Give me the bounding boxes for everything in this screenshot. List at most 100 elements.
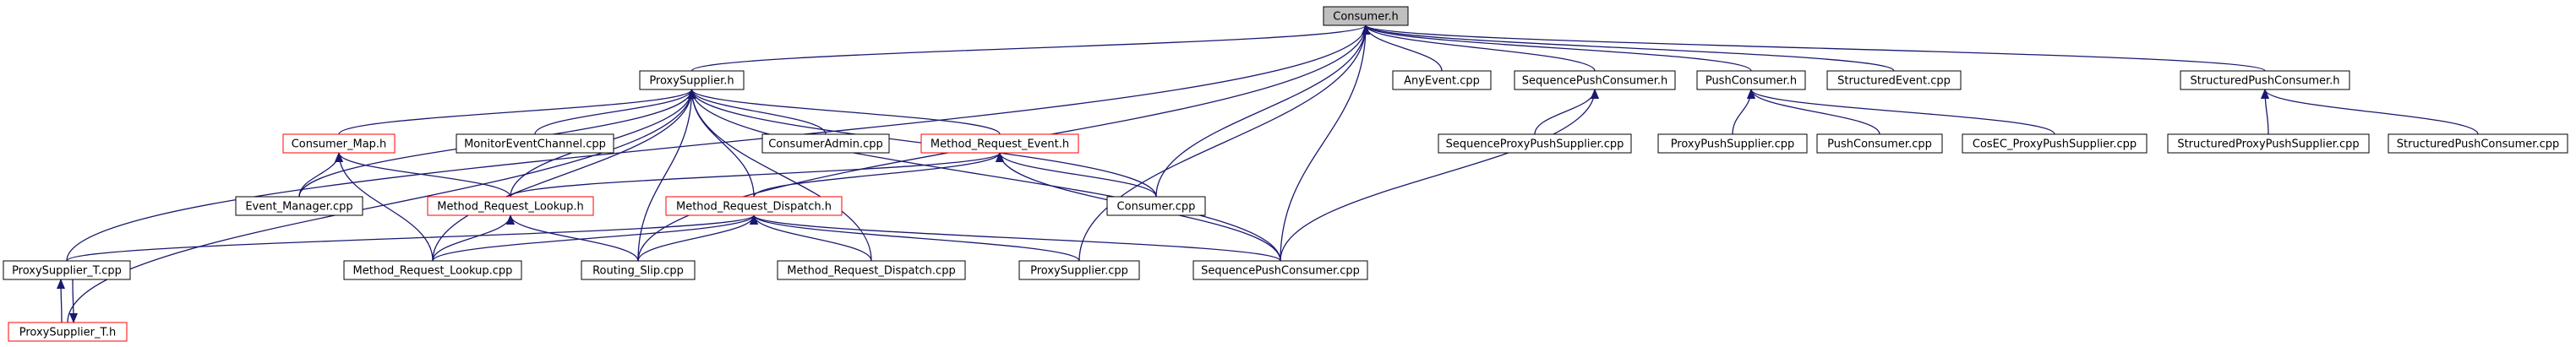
edge-method-request-dispatch-h-to-method-request-event-h	[753, 152, 1004, 198]
node-box	[1826, 70, 1962, 90]
node-box	[343, 260, 522, 280]
node-monitoreventchannel-cpp[interactable]: MonitorEventChannel.cpp	[456, 133, 614, 154]
node-label: PushConsumer.h	[1706, 75, 1797, 88]
node-consumeradmin-cpp[interactable]: ConsumerAdmin.cpp	[761, 133, 890, 154]
node-event-manager-cpp[interactable]: Event_Manager.cpp	[235, 196, 363, 216]
node-proxypushsupplier-cpp[interactable]: ProxyPushSupplier.cpp	[1657, 133, 1808, 154]
edge-consumer-cpp-to-consumer-h	[1155, 24, 1370, 198]
node-label: SequencePushConsumer.cpp	[1201, 265, 1360, 278]
node-box	[777, 260, 966, 280]
node-label: MonitorEventChannel.cpp	[464, 138, 606, 151]
node-box	[2167, 133, 2370, 154]
node-method-request-event-h[interactable]: Method_Request_Event.h	[920, 133, 1079, 154]
node-pushconsumer-cpp[interactable]: PushConsumer.cpp	[1816, 133, 1943, 154]
edge-method-request-dispatch-cpp-to-method-request-dispatch-h	[750, 214, 872, 262]
node-pushconsumer-h[interactable]: PushConsumer.h	[1696, 70, 1806, 90]
node-proxysupplier-cpp[interactable]: ProxySupplier.cpp	[1018, 260, 1140, 280]
node-box	[1392, 70, 1492, 90]
node-label: Consumer.h	[1333, 11, 1398, 24]
node-box	[3, 260, 131, 280]
node-method-request-lookup-cpp[interactable]: Method_Request_Lookup.cpp	[343, 260, 522, 280]
edge-proxysupplier-t-cpp-to-method-request-dispatch-h	[66, 214, 758, 262]
edge-consumer-cpp-to-method-request-event-h	[996, 152, 1157, 198]
node-box	[427, 196, 594, 216]
node-consumer-cpp[interactable]: Consumer.cpp	[1106, 196, 1206, 216]
node-box	[235, 196, 363, 216]
node-consumer-map-h[interactable]: Consumer_Map.h	[282, 133, 396, 154]
node-box	[1018, 260, 1140, 280]
edge-pushconsumer-cpp-to-pushconsumer-h	[1747, 89, 1880, 135]
edge-proxysupplier-cpp-to-consumer-h	[1078, 24, 1370, 262]
node-label: ProxyPushSupplier.cpp	[1671, 138, 1795, 151]
edge-method-request-lookup-cpp-to-consumer-map-h	[335, 152, 434, 262]
node-method-request-dispatch-cpp[interactable]: Method_Request_Dispatch.cpp	[777, 260, 966, 280]
edge-structuredproxypushsupplier-cpp-to-structuredpushconsumer-h	[2261, 89, 2270, 135]
node-label: StructuredEvent.cpp	[1837, 75, 1951, 88]
node-box	[282, 133, 396, 154]
node-box	[1696, 70, 1806, 90]
node-label: StructuredPushConsumer.cpp	[2397, 138, 2559, 151]
node-label: SequencePushConsumer.h	[1522, 75, 1667, 88]
edge-proxysupplier-t-cpp-to-consumer-h	[66, 24, 1370, 262]
node-box	[2388, 133, 2568, 154]
node-structuredproxypushsupplier-cpp[interactable]: StructuredProxyPushSupplier.cpp	[2167, 133, 2370, 154]
edge-sequencepushconsumer-cpp-to-consumer-h	[1280, 24, 1370, 262]
node-label: ProxySupplier_T.cpp	[12, 265, 122, 278]
node-label: CosEC_ProxyPushSupplier.cpp	[1973, 138, 2137, 151]
node-box	[581, 260, 696, 280]
node-label: Event_Manager.cpp	[245, 201, 352, 214]
node-cosec-proxypushsupplier-cpp[interactable]: CosEC_ProxyPushSupplier.cpp	[1962, 133, 2148, 154]
edge-structuredpushconsumer-cpp-to-structuredpushconsumer-h	[2261, 89, 2479, 135]
edges-layer	[57, 24, 2479, 323]
node-box	[1657, 133, 1808, 154]
node-method-request-lookup-h[interactable]: Method_Request_Lookup.h	[427, 196, 594, 216]
node-structuredpushconsumer-h[interactable]: StructuredPushConsumer.h	[2180, 70, 2350, 90]
edge-sequencepushconsumer-cpp-to-sequencepushconsumer-h	[1280, 89, 1599, 262]
edge-monitoreventchannel-cpp-to-proxysupplier-h	[534, 89, 696, 135]
node-box	[1438, 133, 1632, 154]
node-sequencepushconsumer-cpp[interactable]: SequencePushConsumer.cpp	[1192, 260, 1368, 280]
edge-proxysupplier-t-h-to-proxysupplier-h	[67, 89, 696, 323]
edge-event-manager-cpp-to-consumer-map-h	[298, 152, 343, 198]
node-box	[1192, 260, 1368, 280]
node-label: ProxySupplier.cpp	[1030, 265, 1128, 278]
node-box	[2180, 70, 2350, 90]
node-routing-slip-cpp[interactable]: Routing_Slip.cpp	[581, 260, 696, 280]
node-box	[1514, 70, 1676, 90]
node-sequencepushconsumer-h[interactable]: SequencePushConsumer.h	[1514, 70, 1676, 90]
edge-consumeradmin-cpp-to-proxysupplier-h	[687, 89, 827, 135]
node-label: PushConsumer.cpp	[1827, 138, 1932, 151]
node-sequenceproxypushsupplier-cpp[interactable]: SequenceProxyPushSupplier.cpp	[1438, 133, 1632, 154]
node-anyevent-cpp[interactable]: AnyEvent.cpp	[1392, 70, 1492, 90]
edge-proxysupplier-t-cpp-to-proxysupplier-t-h	[68, 279, 78, 323]
node-box	[665, 196, 843, 216]
edge-consumer-map-h-to-proxysupplier-h	[338, 89, 696, 135]
node-label: Method_Request_Lookup.cpp	[353, 265, 513, 278]
edge-method-request-dispatch-cpp-to-proxysupplier-h	[687, 89, 872, 262]
node-label: ProxySupplier.h	[649, 75, 734, 88]
node-proxysupplier-h[interactable]: ProxySupplier.h	[639, 70, 745, 90]
node-proxysupplier-t-h[interactable]: ProxySupplier_T.h	[8, 322, 128, 342]
node-method-request-dispatch-h[interactable]: Method_Request_Dispatch.h	[665, 196, 843, 216]
node-box	[8, 322, 128, 342]
node-label: SequenceProxyPushSupplier.cpp	[1446, 138, 1624, 151]
node-structuredpushconsumer-cpp[interactable]: StructuredPushConsumer.cpp	[2388, 133, 2568, 154]
node-box	[761, 133, 890, 154]
edge-structuredpushconsumer-h-to-consumer-h	[1362, 24, 2266, 72]
node-label: Consumer.cpp	[1117, 201, 1196, 214]
edge-method-request-lookup-cpp-to-proxysupplier-h	[432, 89, 696, 262]
edge-cosec-proxypushsupplier-cpp-to-pushconsumer-h	[1747, 89, 2055, 135]
node-proxysupplier-t-cpp[interactable]: ProxySupplier_T.cpp	[3, 260, 131, 280]
node-box	[1816, 133, 1943, 154]
node-consumer-h[interactable]: Consumer.h	[1323, 6, 1409, 26]
node-label: ConsumerAdmin.cpp	[768, 138, 883, 151]
node-label: ProxySupplier_T.h	[19, 327, 116, 339]
edge-sequencepushconsumer-cpp-to-method-request-dispatch-h	[750, 214, 1281, 262]
node-label: StructuredPushConsumer.h	[2190, 75, 2339, 88]
node-structuredevent-cpp[interactable]: StructuredEvent.cpp	[1826, 70, 1962, 90]
node-box	[456, 133, 614, 154]
edge-routing-slip-cpp-to-method-request-dispatch-h	[637, 214, 758, 262]
edge-structuredevent-cpp-to-consumer-h	[1362, 24, 1895, 72]
